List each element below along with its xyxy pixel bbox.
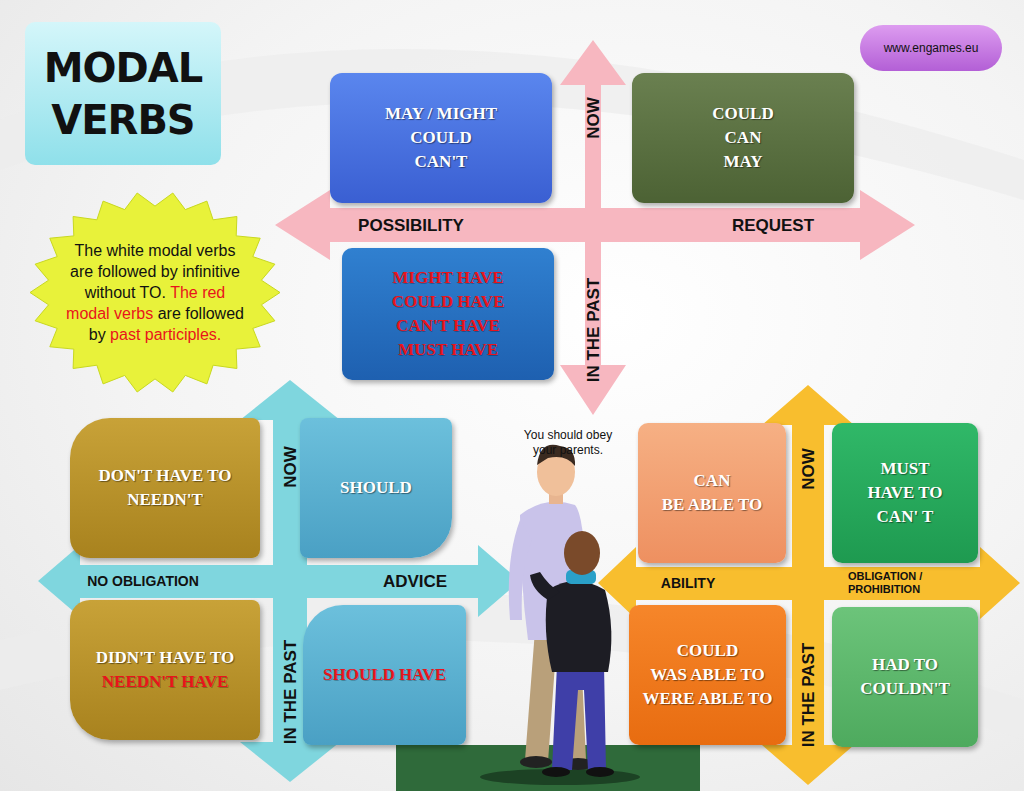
request-box: COULDCANMAY (632, 73, 854, 203)
pink-cross-arrow (275, 40, 915, 415)
ability-now-box: CANBE ABLE TO (638, 423, 786, 563)
axis-label: REQUEST (732, 216, 814, 235)
axis-label: OBLIGATION / PROHIBITION (848, 570, 958, 596)
possibility-now-box: MAY / MIGHTCOULDCAN'T (330, 73, 552, 203)
modal-verb: WAS ABLE TO (650, 663, 765, 687)
title-box: MODAL VERBS (25, 22, 221, 165)
modal-verb: CAN (694, 469, 731, 493)
modal-verb: MAY / MIGHT (385, 102, 497, 126)
time-label: IN THE PAST (281, 640, 300, 745)
advice-now-box: SHOULD (300, 418, 452, 558)
modal-verb: SHOULD HAVE (323, 663, 446, 687)
modal-verb: COULD (677, 639, 738, 663)
modal-verb: CAN' T (877, 505, 934, 529)
note-text: past participles. (110, 326, 221, 343)
modal-verb: MUST HAVE (398, 338, 498, 362)
modal-verb: COULD (712, 102, 773, 126)
orange-cross-arrow (598, 385, 1020, 785)
modal-verb: SHOULD (340, 476, 412, 500)
modal-verb: WERE ABLE TO (643, 687, 773, 711)
time-label: NOW (281, 446, 300, 488)
time-label: IN THE PAST (799, 643, 818, 748)
no-obligation-past-box: DIDN'T HAVE TONEEDN'T HAVE (70, 600, 260, 740)
child-figure (530, 531, 614, 777)
ability-past-box: COULDWAS ABLE TOWERE ABLE TO (629, 605, 786, 745)
advice-past-box: SHOULD HAVE (303, 605, 466, 745)
modal-verb: HAVE TO (867, 481, 942, 505)
modal-verb: CAN'T (415, 150, 468, 174)
modal-verb: MAY (723, 150, 762, 174)
modal-verb: BE ABLE TO (662, 493, 762, 517)
cyan-cross-arrow (38, 380, 520, 782)
website-text: www.engames.eu (884, 41, 979, 55)
axis-label: ADVICE (383, 572, 447, 591)
modal-verb: COULD HAVE (392, 290, 505, 314)
modal-verb: CAN'T HAVE (396, 314, 500, 338)
possibility-past-box: MIGHT HAVECOULD HAVECAN'T HAVEMUST HAVE (342, 248, 554, 380)
obligation-past-box: HAD TOCOULDN'T (832, 607, 978, 747)
time-label: NOW (584, 97, 603, 139)
modal-verb: DIDN'T HAVE TO (96, 646, 235, 670)
modal-verb: COULD (410, 126, 471, 150)
speech-text: You should obey your parents. (513, 428, 623, 458)
modal-verb: CAN (725, 126, 762, 150)
time-label: IN THE PAST (584, 278, 603, 383)
modal-verb: DON'T HAVE TO (99, 464, 232, 488)
axis-label: POSSIBILITY (358, 216, 464, 235)
modal-verb: NEEDN'T HAVE (102, 670, 228, 694)
modal-verb: MIGHT HAVE (392, 266, 503, 290)
time-label: NOW (799, 448, 818, 490)
website-pill: www.engames.eu (860, 25, 1002, 71)
axis-label: ABILITY (661, 575, 715, 591)
no-obligation-now-box: DON'T HAVE TONEEDN'T (70, 418, 260, 558)
note-starburst: The white modal verbs are followed by in… (28, 190, 282, 395)
obligation-now-box: MUSTHAVE TOCAN' T (832, 423, 978, 563)
axis-label: NO OBLIGATION (87, 573, 199, 589)
modal-verb: MUST (880, 457, 929, 481)
modal-verb: COULDN'T (860, 677, 950, 701)
modal-verb: HAD TO (872, 653, 938, 677)
title-text: MODAL VERBS (38, 42, 208, 146)
modal-verb: NEEDN'T (127, 488, 203, 512)
